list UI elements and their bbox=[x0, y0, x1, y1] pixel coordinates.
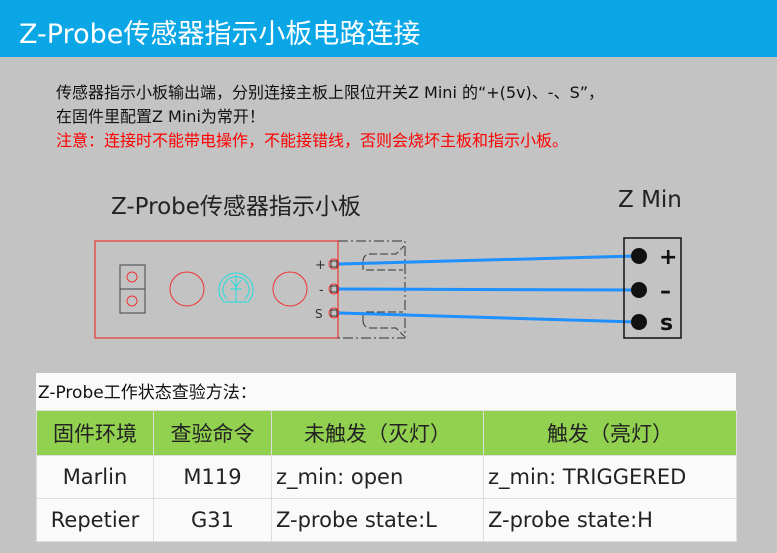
board-pin-minus: - bbox=[319, 283, 324, 298]
instruction-line-2: 在固件里配置Z Mini为常开！ bbox=[56, 107, 265, 126]
led-icon bbox=[218, 272, 254, 303]
probe-check-table: Z-Probe工作状态查验方法： 固件环境 查验命令 未触发（灭灯） 触发（亮灯… bbox=[36, 373, 737, 542]
table-header-row: 固件环境 查验命令 未触发（灭灯） 触发（亮灯） bbox=[36, 410, 737, 456]
table-caption: Z-Probe工作状态查验方法： bbox=[38, 383, 257, 403]
warning-text: 注意：连接时不能带电操作，不能接错线，否则会烧坏主板和指示小板。 bbox=[56, 131, 569, 150]
zmin-connector bbox=[623, 237, 682, 339]
header-command: 查验命令 bbox=[153, 410, 272, 456]
page-title: Z-Probe传感器指示小板电路连接 bbox=[19, 19, 421, 50]
cell-firmware: Repetier bbox=[36, 498, 154, 542]
cell-command: M119 bbox=[153, 455, 272, 499]
cell-triggered: Z-probe state:H bbox=[483, 498, 737, 542]
wire-minus bbox=[338, 287, 637, 292]
mount-hole-left bbox=[169, 271, 205, 307]
mount-hole-right bbox=[272, 271, 308, 307]
instruction-line-1: 传感器指示小板输出端，分别连接主板上限位开关Z Mini 的“+(5v)、-、S… bbox=[56, 83, 605, 102]
cell-firmware: Marlin bbox=[36, 455, 154, 499]
zmin-pin-plus: + bbox=[659, 245, 677, 270]
zmin-label: Z Min bbox=[618, 187, 682, 213]
board-label: Z-Probe传感器指示小板 bbox=[111, 194, 361, 220]
zmin-pin-minus: – bbox=[660, 279, 671, 304]
header-firmware: 固件环境 bbox=[36, 410, 154, 456]
wires bbox=[338, 254, 637, 324]
zmin-pin-s: s bbox=[660, 311, 673, 336]
cell-untriggered: Z-probe state:L bbox=[271, 498, 484, 542]
wire-s bbox=[338, 311, 637, 324]
header-triggered: 触发（亮灯） bbox=[483, 410, 737, 456]
table-row: Marlin M119 z_min: open z_min: TRIGGERED bbox=[36, 455, 737, 499]
title-bar: Z-Probe传感器指示小板电路连接 bbox=[0, 0, 777, 57]
board-pins bbox=[328, 258, 340, 319]
jumper-top bbox=[119, 264, 146, 290]
board-pin-plus: + bbox=[315, 258, 326, 273]
board-outline bbox=[94, 240, 339, 339]
jumper-bottom bbox=[119, 288, 146, 314]
wiring-diagram: + - S + – s bbox=[94, 237, 682, 339]
wire-plus bbox=[338, 254, 637, 266]
table-row: Repetier G31 Z-probe state:L Z-probe sta… bbox=[36, 498, 737, 542]
cell-command: G31 bbox=[153, 498, 272, 542]
board-pin-s: S bbox=[315, 307, 323, 321]
cell-triggered: z_min: TRIGGERED bbox=[483, 455, 737, 499]
cell-untriggered: z_min: open bbox=[271, 455, 484, 499]
header-untriggered: 未触发（灭灯） bbox=[271, 410, 484, 456]
